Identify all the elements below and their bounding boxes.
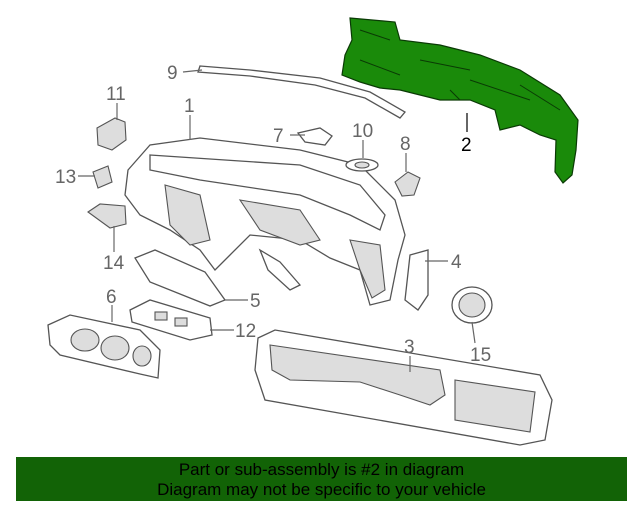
callout-4: 4: [451, 252, 462, 273]
info-banner: Part or sub-assembly is #2 in diagram Di…: [16, 457, 627, 501]
callout-5: 5: [250, 291, 261, 312]
part-2-cross-car-beam[interactable]: [341, 17, 579, 184]
callout-6: 6: [106, 287, 117, 308]
part-8-cover[interactable]: [394, 171, 421, 197]
callout-9: 9: [167, 63, 178, 84]
part-7-clip[interactable]: [296, 127, 333, 146]
callout-15: 15: [470, 345, 491, 366]
part-6-cluster-bezel[interactable]: [47, 314, 161, 379]
callout-11: 11: [106, 84, 126, 105]
part-1-instrument-panel[interactable]: [124, 137, 406, 306]
callout-7: 7: [273, 126, 284, 147]
part-3-panel[interactable]: [254, 329, 553, 446]
callout-12: 12: [235, 321, 256, 342]
callout-13: 13: [55, 167, 76, 188]
part-9-defroster-strip[interactable]: [197, 65, 406, 119]
callout-10: 10: [352, 121, 373, 142]
banner-disclaimer: Diagram may not be specific to your vehi…: [157, 480, 486, 499]
part-4-end-cap[interactable]: [404, 249, 429, 311]
callout-14: 14: [103, 253, 125, 274]
part-13-vent[interactable]: [92, 165, 113, 189]
part-11-vent[interactable]: [96, 117, 127, 151]
part-14-vent[interactable]: [87, 203, 127, 229]
callout-3: 3: [404, 337, 415, 358]
part-15-trim-ring[interactable]: [451, 286, 493, 324]
part-12-switch-panel[interactable]: [129, 299, 213, 341]
callout-1: 1: [184, 96, 195, 117]
banner-part-note: Part or sub-assembly is #2 in diagram: [178, 460, 465, 479]
part-10-speaker[interactable]: [345, 158, 379, 172]
leader-lines: [78, 69, 476, 372]
callout-2: 2: [461, 135, 472, 156]
callout-8: 8: [400, 134, 411, 155]
